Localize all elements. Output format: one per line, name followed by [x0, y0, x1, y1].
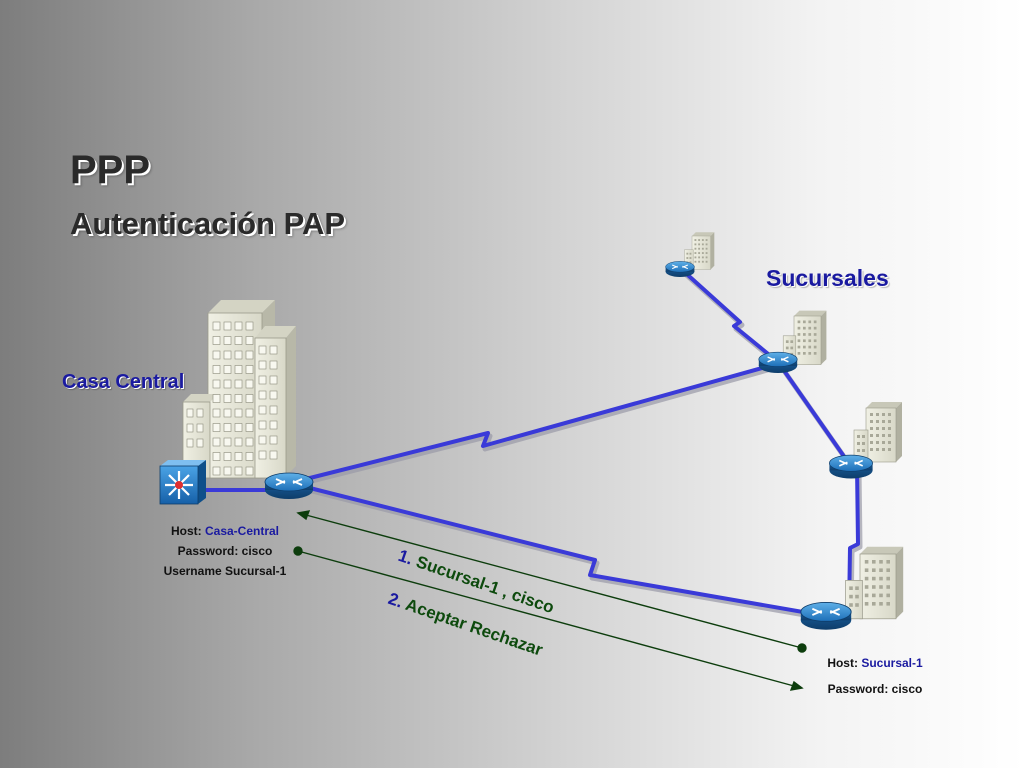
host-value: Sucursal-1 — [861, 656, 923, 670]
host-value: Casa-Central — [204, 524, 280, 538]
page-subtitle: Autenticación PAP — [70, 206, 346, 241]
router-icon — [758, 351, 798, 374]
switch-icon — [159, 460, 206, 505]
wan-links — [205, 266, 863, 622]
router-icon — [828, 454, 874, 480]
casa-central-password: Password: cisco — [177, 544, 273, 558]
arrow-request — [305, 514, 803, 649]
sucursal-config: Host: Sucursal-1 Password: cisco — [800, 650, 950, 702]
arrowhead-icon — [296, 510, 311, 521]
host-key: Host: — [827, 656, 858, 670]
casa-central-label: Casa Central — [62, 371, 185, 393]
router-icon — [799, 601, 853, 631]
message-arrows — [293, 510, 807, 691]
page-title: PPP — [70, 148, 151, 192]
sucursales-label: Sucursales — [766, 265, 889, 291]
casa-central-config: Host: Casa-Central Password: cisco Usern… — [150, 521, 300, 581]
host-key: Host: — [170, 524, 202, 538]
router-icon — [665, 260, 695, 278]
sucursal-host: Host: Sucursal-1 — [800, 650, 950, 676]
arrow-origin-dot — [293, 546, 303, 556]
wan-link-central-sucursal-1 — [289, 481, 827, 618]
wan-link-central-branch — [289, 361, 781, 485]
building-icon — [182, 300, 296, 479]
building-icon — [853, 401, 903, 463]
casa-central-username: Username Sucursal-1 — [163, 564, 287, 578]
wan-link-branch-chain — [678, 266, 860, 613]
arrowhead-icon — [789, 680, 804, 691]
router-icon — [264, 472, 314, 500]
sucursal-password: Password: cisco — [827, 682, 923, 696]
arrow-response — [297, 550, 795, 687]
casa-central-host: Host: Casa-Central — [150, 521, 300, 541]
arrow-origin-dot — [797, 643, 807, 653]
